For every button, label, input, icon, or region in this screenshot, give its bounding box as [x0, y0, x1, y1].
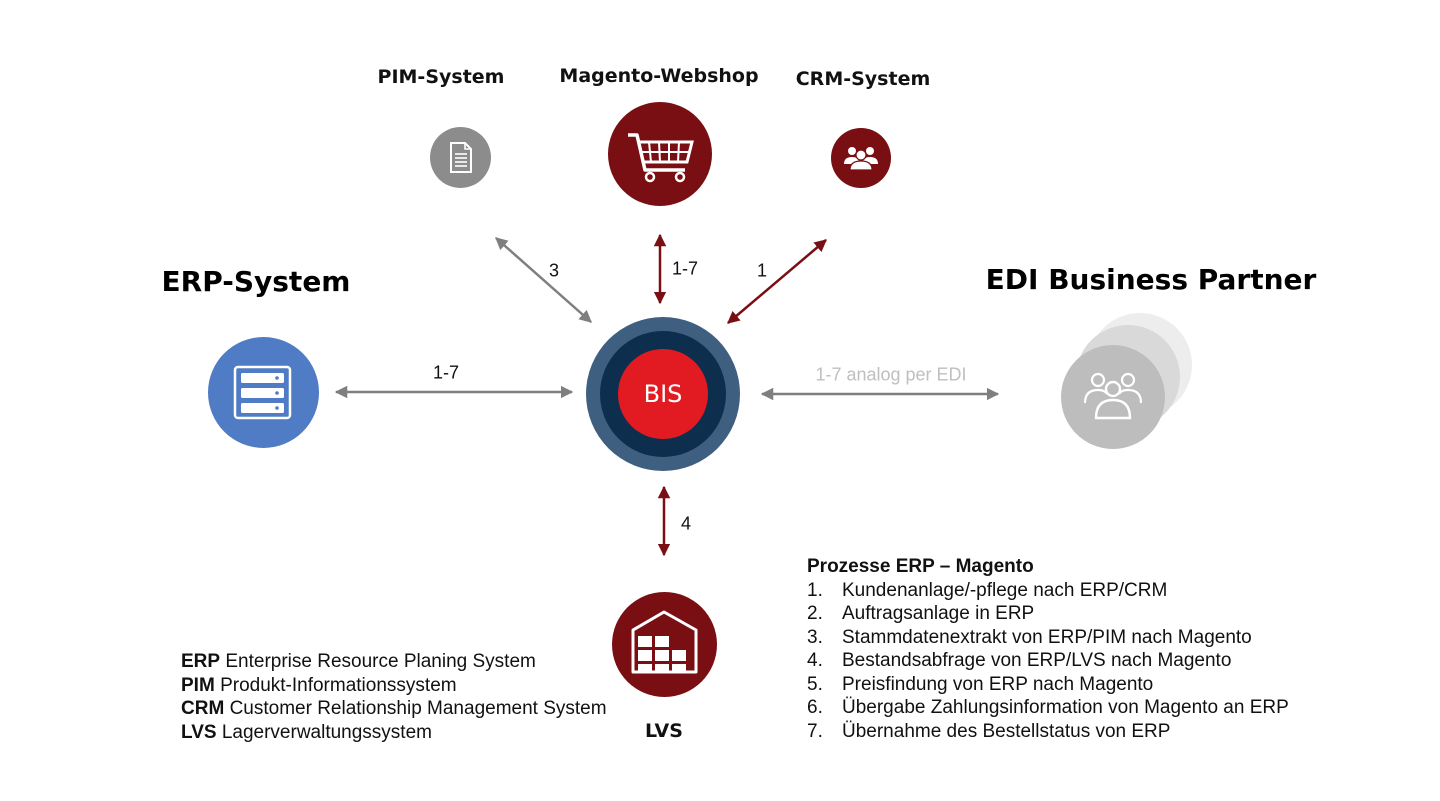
node-crm[interactable]: [831, 128, 891, 188]
list-item: 1. Kundenanlage/-pflege nach ERP/CRM: [807, 579, 1289, 603]
node-edi[interactable]: [1061, 345, 1165, 449]
legend-abbr: ERP: [181, 651, 221, 672]
arrow-crm-bis: [727, 239, 827, 324]
people-group-icon: [844, 147, 878, 171]
arrow-pim-bis: [495, 237, 592, 323]
edge-label-lvs-bis: 4: [680, 513, 692, 534]
legend-text: Enterprise Resource Planing System: [225, 651, 536, 672]
legend-abbr: PIM: [181, 674, 215, 696]
bis-core: BIS: [618, 349, 708, 439]
edge-label-edi-bis: 1-7 analog per EDI: [815, 364, 967, 385]
list-item-text: Übernahme des Bestellstatus von ERP: [842, 720, 1171, 742]
edge-label-magento-bis: 1-7: [671, 258, 699, 279]
node-bis[interactable]: BIS: [586, 317, 740, 471]
node-magento[interactable]: [608, 102, 712, 206]
list-item-text: Stammdatenextrakt von ERP/PIM nach Magen…: [842, 626, 1252, 648]
node-label-crm: CRM-System: [795, 68, 931, 90]
node-lvs[interactable]: [612, 592, 717, 697]
process-list-title: Prozesse ERP – Magento: [807, 556, 1034, 577]
edge-label-pim-bis: 3: [548, 260, 560, 281]
legend-text: Produkt-Informationssystem: [220, 674, 457, 696]
list-item-number: 6.: [807, 697, 823, 718]
legend-row: CRM Customer Relationship Management Sys…: [181, 697, 607, 721]
list-item-number: 7.: [807, 720, 823, 742]
node-label-magento: Magento-Webshop: [559, 65, 759, 87]
list-item-text: Bestandsabfrage von ERP/LVS nach Magento: [842, 650, 1232, 671]
edge-label-erp-bis: 1-7: [432, 362, 460, 383]
legend-row: LVS Lagerverwaltungssystem: [181, 721, 607, 745]
abbreviation-legend: ERP Enterprise Resource Planing System P…: [181, 650, 607, 744]
list-item: 7. Übernahme des Bestellstatus von ERP: [807, 720, 1289, 744]
list-item-number: 2.: [807, 603, 823, 624]
document-icon: [450, 142, 472, 173]
node-label-erp: ERP-System: [161, 265, 351, 298]
list-item-text: Übergabe Zahlungsinformation von Magento…: [842, 697, 1289, 718]
legend-abbr: CRM: [181, 698, 225, 719]
list-item-text: Preisfindung von ERP nach Magento: [842, 673, 1154, 695]
list-item-number: 5.: [807, 673, 823, 695]
list-item-text: Kundenanlage/-pflege nach ERP/CRM: [842, 579, 1168, 601]
list-item: 4. Bestandsabfrage von ERP/LVS nach Magen…: [807, 649, 1289, 673]
list-item: 2. Auftragsanlage in ERP: [807, 602, 1289, 626]
legend-row: ERP Enterprise Resource Planing System: [181, 650, 607, 674]
legend-row: PIM Produkt-Informationssystem: [181, 674, 607, 698]
list-item-number: 1.: [807, 579, 823, 601]
list-item-number: 4.: [807, 650, 823, 671]
edge-label-crm-bis: 1: [756, 260, 768, 281]
shopping-cart-icon: [628, 133, 694, 183]
bis-label: BIS: [643, 380, 683, 408]
list-item: 3. Stammdatenextrakt von ERP/PIM nach Mag…: [807, 626, 1289, 650]
warehouse-icon: [631, 610, 698, 674]
server-icon: [233, 365, 292, 420]
people-group-icon: [1083, 372, 1143, 420]
node-label-lvs: LVS: [645, 720, 683, 742]
legend-text: Lagerverwaltungssystem: [221, 721, 432, 743]
list-item-number: 3.: [807, 626, 823, 648]
list-item-text: Auftragsanlage in ERP: [842, 603, 1035, 624]
bis-ring: BIS: [600, 331, 726, 457]
node-pim[interactable]: [430, 127, 491, 188]
list-item: 5. Preisfindung von ERP nach Magento: [807, 673, 1289, 697]
node-label-pim: PIM-System: [377, 66, 505, 88]
node-label-edi: EDI Business Partner: [985, 263, 1317, 296]
process-list: Prozesse ERP – Magento 1. Kundenanlage/-p…: [807, 555, 1289, 743]
legend-text: Customer Relationship Management System: [229, 698, 607, 719]
legend-abbr: LVS: [181, 721, 217, 743]
node-erp[interactable]: [208, 337, 319, 448]
list-item: 6. Übergabe Zahlungsinformation von Magen…: [807, 696, 1289, 720]
